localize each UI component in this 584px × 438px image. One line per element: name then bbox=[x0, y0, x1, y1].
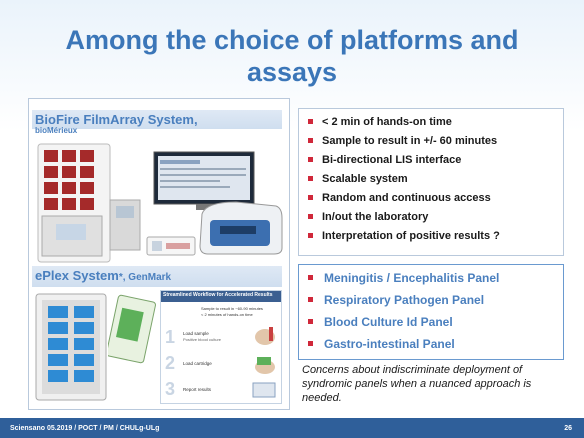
list-item: Sample to result in +/- 60 minutes bbox=[306, 132, 562, 151]
eplex-system-label: ePlex System*, GenMark bbox=[32, 266, 282, 287]
list-item: Blood Culture Id Panel bbox=[306, 311, 562, 333]
workflow-bullet-1: Sample to result in ~60-90 minutes bbox=[201, 306, 263, 311]
list-item: Gastro-intestinal Panel bbox=[306, 333, 562, 355]
list-item: < 2 min of hands-on time bbox=[306, 113, 562, 132]
monitor-image bbox=[153, 151, 255, 210]
workflow-header: Streamlined Workflow for Accelerated Res… bbox=[161, 291, 281, 302]
workflow-step-3-label: Report results bbox=[183, 387, 212, 392]
bullet-square-icon bbox=[308, 341, 313, 346]
list-item: Random and continuous access bbox=[306, 189, 562, 208]
bullet-square-icon bbox=[308, 275, 313, 280]
bullet-square-icon bbox=[308, 319, 313, 324]
bullet-square-icon bbox=[308, 233, 313, 238]
features-box bbox=[298, 108, 564, 256]
features-list: < 2 min of hands-on time Sample to resul… bbox=[306, 113, 562, 246]
panels-box bbox=[298, 264, 564, 360]
biofire-company-label: bioMérieux bbox=[35, 126, 78, 135]
workflow-step-1-sub: Positive blood culture bbox=[183, 337, 222, 342]
concerns-note: Concerns about indiscriminate deployment… bbox=[302, 364, 532, 404]
workflow-graphic: Streamlined Workflow for Accelerated Res… bbox=[160, 290, 282, 404]
list-item: Meningitis / Encephalitis Panel bbox=[306, 267, 562, 289]
hand-sample-icon bbox=[255, 327, 275, 345]
hand-cartridge-icon bbox=[255, 357, 275, 374]
slide-title: Among the choice of platforms and assays bbox=[65, 25, 519, 87]
footer-bar bbox=[0, 418, 584, 438]
list-item: In/out the laboratory bbox=[306, 208, 562, 227]
biofire-system-label: BioFire FilmArray System, bbox=[32, 110, 282, 129]
page-number: 26 bbox=[564, 425, 572, 432]
workflow-step-1-number: 1 bbox=[165, 327, 176, 347]
eplex-instrument-image bbox=[35, 293, 107, 401]
workflow-step-2-number: 2 bbox=[165, 353, 176, 373]
biofire-cabinet-image bbox=[37, 143, 141, 263]
workflow-step-2-label: Load cartridge bbox=[183, 361, 212, 366]
eplex-cartridge-image bbox=[108, 294, 156, 364]
bullet-square-icon bbox=[308, 119, 313, 124]
footer-text: Sciensano 05.2019 / POCT / PM / CHULg-UL… bbox=[10, 425, 160, 432]
bullet-square-icon bbox=[308, 214, 313, 219]
list-item: Scalable system bbox=[306, 170, 562, 189]
list-item: Interpretation of positive results ? bbox=[306, 227, 562, 246]
reagent-pouch-image bbox=[146, 236, 196, 256]
bullet-square-icon bbox=[308, 195, 313, 200]
filmarray-analyzer-image bbox=[199, 201, 283, 255]
panels-list: Meningitis / Encephalitis Panel Respirat… bbox=[306, 267, 562, 355]
report-icon bbox=[252, 382, 276, 398]
bullet-square-icon bbox=[308, 157, 313, 162]
bullet-square-icon bbox=[308, 138, 313, 143]
workflow-bullet-2: < 2 minutes of hands-on time bbox=[201, 312, 253, 317]
bullet-square-icon bbox=[308, 297, 313, 302]
list-item: Respiratory Pathogen Panel bbox=[306, 289, 562, 311]
workflow-step-1-label: Load sample bbox=[183, 331, 209, 336]
bullet-square-icon bbox=[308, 176, 313, 181]
workflow-step-3-number: 3 bbox=[165, 379, 176, 399]
list-item: Bi-directional LIS interface bbox=[306, 151, 562, 170]
